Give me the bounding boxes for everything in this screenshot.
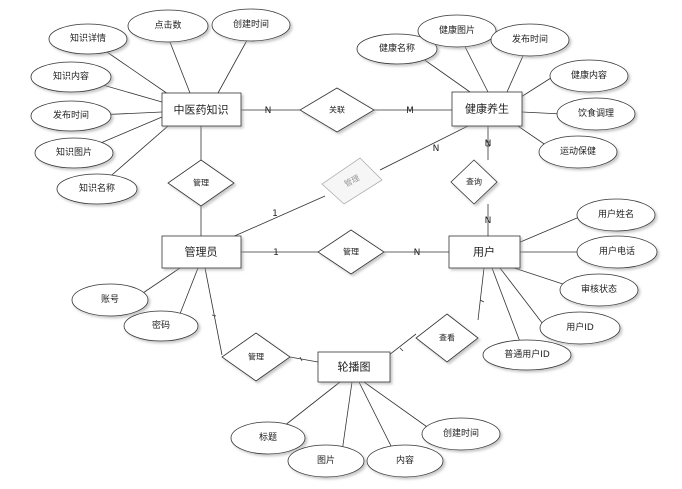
attr-tcm-image bbox=[34, 137, 114, 169]
attr-label: 图片 bbox=[317, 454, 335, 466]
attr-label: 内容 bbox=[396, 454, 414, 466]
attr-car-image bbox=[287, 444, 365, 478]
attr-hc-image bbox=[417, 14, 497, 48]
relationship-tcm-hc: 关联 bbox=[299, 87, 375, 133]
cardinality-label: 1 bbox=[273, 248, 279, 258]
relationship-label: 管理 bbox=[193, 178, 209, 188]
attr-label: 运动保健 bbox=[560, 145, 596, 157]
entity-label: 轮播图 bbox=[338, 360, 371, 374]
attr-user-phone bbox=[576, 235, 658, 269]
attr-admin-password bbox=[123, 310, 199, 342]
cardinality-label: N bbox=[485, 216, 492, 226]
attr-tcm-clicks bbox=[127, 9, 209, 43]
attr-label: 健康图片 bbox=[439, 24, 475, 36]
relationship-user-carousel: 查看 bbox=[415, 313, 479, 363]
attr-label: 健康内容 bbox=[571, 69, 607, 81]
entity-tcm-knowledge: 中医药知识 bbox=[161, 92, 242, 127]
attribute-ovals bbox=[30, 8, 658, 478]
attr-user-status bbox=[559, 273, 639, 307]
relationship-admin-carousel: 管理 bbox=[221, 332, 291, 382]
entity-carousel: 轮播图 bbox=[317, 351, 391, 383]
attr-label: 账号 bbox=[101, 294, 119, 305]
attr-car-content bbox=[366, 444, 444, 478]
attr-label: 创建时间 bbox=[233, 18, 269, 30]
attr-label: 知识图片 bbox=[56, 146, 92, 158]
relationship-label: 查看 bbox=[439, 333, 455, 343]
entity-label: 中医药知识 bbox=[174, 103, 229, 117]
attr-car-title bbox=[230, 421, 306, 455]
attr-hc-diet bbox=[556, 97, 636, 131]
attr-hc-name bbox=[356, 33, 438, 65]
attr-label: 审核状态 bbox=[581, 283, 617, 295]
relationship-label: 查询 bbox=[466, 177, 482, 187]
attr-label: 用户姓名 bbox=[598, 208, 634, 220]
attr-label: 饮食调理 bbox=[578, 107, 614, 119]
attr-admin-account bbox=[71, 283, 149, 317]
entity-label: 管理员 bbox=[185, 245, 218, 259]
attr-label: 健康名称 bbox=[379, 42, 415, 54]
attr-user-name bbox=[576, 198, 656, 232]
attr-hc-publish bbox=[490, 23, 570, 57]
attr-hc-exercise bbox=[538, 135, 618, 169]
entity-label: 用户 bbox=[473, 245, 495, 259]
attr-label: 用户ID bbox=[566, 321, 594, 333]
attr-user-id bbox=[539, 311, 621, 345]
cardinality-label: N bbox=[414, 248, 421, 258]
attr-user-normal-id bbox=[482, 339, 572, 371]
cardinality-label: N bbox=[265, 106, 272, 116]
attr-label: 普通用户ID bbox=[504, 348, 550, 360]
attr-label: 密码 bbox=[152, 319, 170, 331]
attr-label: 知识详情 bbox=[70, 32, 106, 44]
attr-label: 点击数 bbox=[154, 19, 181, 31]
cardinality-label: N bbox=[485, 139, 492, 149]
connector-ticks bbox=[211, 141, 490, 362]
attr-label: 发布时间 bbox=[53, 109, 89, 121]
attr-tcm-content bbox=[30, 61, 112, 93]
attr-label: 标题 bbox=[259, 431, 277, 443]
attr-label: 知识内容 bbox=[53, 70, 89, 82]
cardinality-label: 1 bbox=[272, 209, 278, 219]
attr-label: 创建时间 bbox=[443, 427, 479, 439]
relationship-admin-tcm: 管理 bbox=[167, 159, 235, 207]
cardinality-label: N bbox=[433, 144, 440, 154]
cardinality-label: M bbox=[406, 106, 414, 116]
relationship-label: 管理 bbox=[343, 247, 359, 257]
attr-label: 发布时间 bbox=[512, 33, 548, 45]
relationship-admin-hc: 管理 bbox=[321, 157, 383, 205]
relationship-label: 管理 bbox=[248, 352, 264, 362]
relationship-user-hc: 查询 bbox=[450, 159, 498, 205]
entity-admin: 管理员 bbox=[161, 235, 242, 269]
relationship-admin-user: 管理 bbox=[317, 229, 385, 275]
attr-hc-content bbox=[549, 59, 629, 93]
attr-tcm-created bbox=[211, 8, 291, 42]
attr-label: 知识名称 bbox=[79, 182, 115, 194]
attr-car-created bbox=[421, 417, 501, 451]
entity-health-care: 健康养生 bbox=[451, 91, 523, 127]
entity-label: 健康养生 bbox=[465, 102, 509, 116]
attr-tcm-detail bbox=[48, 23, 128, 55]
attr-label: 用户电话 bbox=[599, 245, 635, 257]
attr-tcm-name bbox=[56, 173, 138, 205]
relationship-label: 关联 bbox=[329, 105, 345, 115]
attr-tcm-publish bbox=[30, 100, 112, 132]
entity-user: 用户 bbox=[448, 235, 521, 269]
